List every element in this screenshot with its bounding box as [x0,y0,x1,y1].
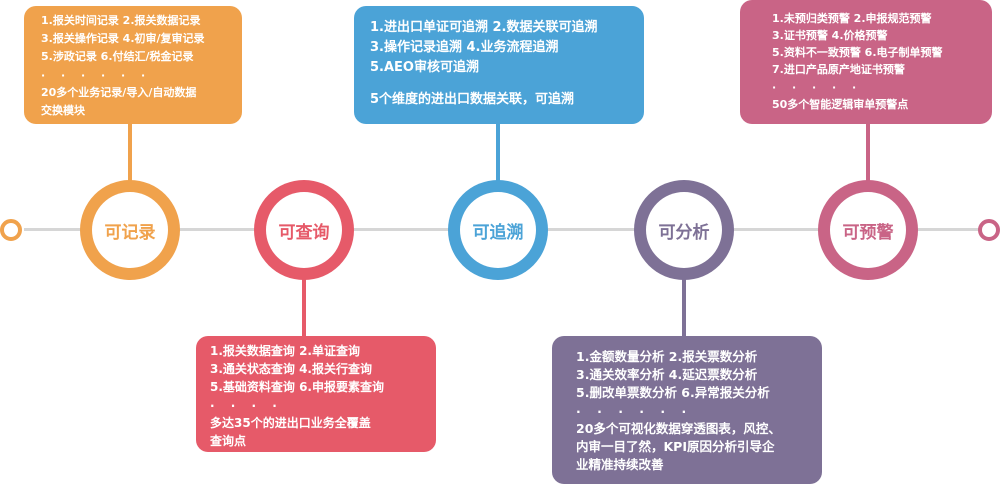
card-dots: · · · · · · [576,404,693,419]
card-row: 5.基础资料查询 6.申报要素查询 [210,380,384,394]
card-summary: 多达35个的进出口业务全覆盖 [210,416,371,430]
card-row: 5.资料不一致预警 6.电子制单预警 [772,46,943,59]
card-dots: · · · · · [772,81,863,94]
card-row: 5.AEO审核可追溯 [370,60,479,75]
card-summary: 查询点 [210,434,247,448]
node-trace: 可追溯 [448,180,548,280]
node-warning: 可预警 [818,180,918,280]
stem [496,122,500,184]
card-row: 1.未预归类预警 2.申报规范预警 [772,12,932,25]
card-row: 1.进出口单证可追溯 2.数据关联可追溯 [370,20,598,35]
card-row: 3.报关操作记录 4.初审/复审记录 [41,32,205,45]
card-summary: 业精准持续改善 [576,457,664,472]
card-row: 1.报关数据查询 2.单证查询 [210,344,360,358]
card-dots: · · · · · · [41,69,152,82]
timeline-end-dot [978,219,1000,241]
card-row: 5.删改单票数分析 6.异常报关分析 [576,385,770,400]
card-summary: 20多个业务记录/导入/自动数据 [41,86,197,99]
node-label: 可预警 [830,192,906,268]
card-row: 1.金额数量分析 2.报关票数分析 [576,349,758,364]
card-summary: 20多个可视化数据穿透图表，风控、 [576,421,781,436]
card-row: 3.证书预警 4.价格预警 [772,29,888,42]
card-row: 3.操作记录追溯 4.业务流程追溯 [370,40,559,55]
card-summary: 5个维度的进出口数据关联，可追溯 [370,92,575,107]
node-label: 可分析 [646,192,722,268]
stem [302,276,306,338]
card-summary: 50多个智能逻辑审单预警点 [772,98,909,111]
card-analysis: 1.金额数量分析 2.报关票数分析 3.通关效率分析 4.延迟票数分析 5.删改… [552,336,822,484]
card-row: 5.涉政记录 6.付结汇/税金记录 [41,50,194,63]
card-summary: 内审一目了然，KPI原因分析引导企 [576,439,775,454]
card-trace: 1.进出口单证可追溯 2.数据关联可追溯 3.操作记录追溯 4.业务流程追溯 5… [354,6,644,124]
timeline-start-dot [0,219,22,241]
card-query: 1.报关数据查询 2.单证查询 3.通关状态查询 4.报关行查询 5.基础资料查… [196,336,436,452]
node-label: 可查询 [266,192,342,268]
node-label: 可记录 [92,192,168,268]
stem [682,276,686,338]
card-dots: · · · · [210,399,283,413]
card-record: 1.报关时间记录 2.报关数据记录 3.报关操作记录 4.初审/复审记录 5.涉… [24,6,242,124]
card-summary: 交换模块 [41,104,85,117]
stem [866,122,870,184]
node-record: 可记录 [80,180,180,280]
node-query: 可查询 [254,180,354,280]
card-row: 3.通关效率分析 4.延迟票数分析 [576,367,758,382]
card-row: 1.报关时间记录 2.报关数据记录 [41,14,201,27]
node-analysis: 可分析 [634,180,734,280]
card-row: 3.通关状态查询 4.报关行查询 [210,362,372,376]
card-row: 7.进口产品原产地证书预警 [772,63,905,76]
stem [128,122,132,184]
node-label: 可追溯 [460,192,536,268]
card-warning: 1.未预归类预警 2.申报规范预警 3.证书预警 4.价格预警 5.资料不一致预… [740,0,992,124]
